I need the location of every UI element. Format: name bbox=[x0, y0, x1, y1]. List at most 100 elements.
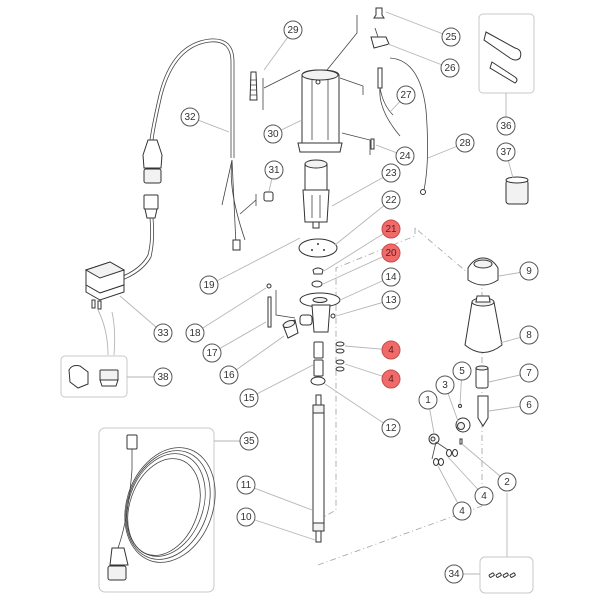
callout-4-highlighted[interactable]: 4 bbox=[381, 340, 401, 360]
callout-21-highlighted[interactable]: 21 bbox=[381, 219, 401, 239]
callout-4[interactable]: 4 bbox=[452, 501, 472, 521]
callout-circle bbox=[440, 58, 460, 78]
callout-15[interactable]: 15 bbox=[239, 388, 259, 408]
callout-label: 23 bbox=[385, 168, 397, 179]
callout-circle bbox=[153, 323, 173, 343]
assembly-bracket bbox=[262, 69, 301, 110]
callout-29[interactable]: 29 bbox=[283, 20, 303, 40]
callout-label: 4 bbox=[388, 345, 394, 356]
callout-label: 22 bbox=[385, 195, 397, 206]
leader-line-20 bbox=[322, 252, 392, 285]
pin-part-5 bbox=[458, 404, 462, 408]
callout-circle bbox=[153, 367, 173, 387]
callout-7[interactable]: 7 bbox=[519, 363, 539, 383]
callout-label: 19 bbox=[203, 280, 215, 291]
callout-17[interactable]: 17 bbox=[202, 343, 222, 363]
assembly-guide-line bbox=[317, 228, 416, 532]
callout-4[interactable]: 4 bbox=[474, 486, 494, 506]
callout-22[interactable]: 22 bbox=[381, 190, 401, 210]
callout-label: 24 bbox=[399, 151, 411, 162]
callout-10[interactable]: 10 bbox=[236, 507, 256, 527]
callout-23[interactable]: 23 bbox=[381, 163, 401, 183]
callout-circle bbox=[239, 431, 259, 451]
leader-line-21 bbox=[323, 228, 392, 272]
callout-circle bbox=[381, 418, 401, 438]
callout-36[interactable]: 36 bbox=[496, 116, 516, 136]
callout-circle bbox=[381, 243, 401, 263]
callout-circle bbox=[395, 146, 415, 166]
callout-label: 13 bbox=[385, 295, 397, 306]
leader-line-10 bbox=[245, 516, 316, 541]
callout-12[interactable]: 12 bbox=[381, 418, 401, 438]
callout-32[interactable]: 32 bbox=[180, 107, 200, 127]
callout-37[interactable]: 37 bbox=[496, 142, 516, 162]
callout-9[interactable]: 9 bbox=[519, 261, 539, 281]
leader-line-26 bbox=[387, 43, 451, 69]
callout-20-highlighted[interactable]: 20 bbox=[381, 243, 401, 263]
adapter-cable bbox=[117, 194, 159, 282]
callout-2[interactable]: 2 bbox=[497, 472, 517, 492]
callout-label: 1 bbox=[425, 395, 431, 406]
callout-38[interactable]: 38 bbox=[153, 367, 173, 387]
callout-label: 16 bbox=[223, 370, 235, 381]
callout-19[interactable]: 19 bbox=[199, 275, 219, 295]
callout-24[interactable]: 24 bbox=[395, 146, 415, 166]
cable-part-32 bbox=[142, 38, 246, 251]
pump-body-part-14 bbox=[299, 292, 341, 333]
bolt-part-17 bbox=[267, 296, 272, 328]
callout-label: 18 bbox=[189, 328, 201, 339]
callout-30[interactable]: 30 bbox=[263, 124, 283, 144]
callout-label: 38 bbox=[157, 372, 169, 383]
callout-label: 31 bbox=[268, 165, 280, 176]
connector-part-27 bbox=[377, 67, 401, 137]
callout-label: 25 bbox=[445, 32, 457, 43]
callout-6[interactable]: 6 bbox=[519, 395, 539, 415]
callout-circle bbox=[239, 388, 259, 408]
callout-label: 33 bbox=[157, 328, 169, 339]
callout-13[interactable]: 13 bbox=[381, 290, 401, 310]
motor-part-23 bbox=[302, 159, 330, 229]
callout-1[interactable]: 1 bbox=[418, 390, 438, 410]
extension-cable-part-35 bbox=[107, 434, 216, 581]
callout-label: 4 bbox=[459, 506, 465, 517]
part-35-box bbox=[98, 427, 215, 593]
callout-16[interactable]: 16 bbox=[219, 365, 239, 385]
callout-label: 20 bbox=[385, 248, 397, 259]
nozzle-cover-part-8 bbox=[464, 295, 503, 353]
washer-part-18 bbox=[266, 283, 272, 289]
callout-34[interactable]: 34 bbox=[444, 564, 464, 584]
callout-label: 36 bbox=[500, 121, 512, 132]
callout-circle bbox=[283, 20, 303, 40]
callout-18[interactable]: 18 bbox=[185, 323, 205, 343]
callout-26[interactable]: 26 bbox=[440, 58, 460, 78]
callout-11[interactable]: 11 bbox=[236, 475, 256, 495]
callout-label: 12 bbox=[385, 423, 397, 434]
callout-5[interactable]: 5 bbox=[452, 361, 472, 381]
callout-label: 26 bbox=[444, 63, 456, 74]
callout-circle bbox=[185, 323, 205, 343]
callout-8[interactable]: 8 bbox=[519, 325, 539, 345]
callout-3[interactable]: 3 bbox=[435, 375, 455, 395]
plate-part-22 bbox=[298, 238, 338, 258]
callout-circle bbox=[519, 325, 539, 345]
callout-label: 4 bbox=[481, 491, 487, 502]
callout-circle bbox=[381, 190, 401, 210]
jet-part-1 bbox=[428, 433, 440, 445]
callout-label: 9 bbox=[526, 266, 532, 277]
callout-27[interactable]: 27 bbox=[396, 85, 416, 105]
callout-label: 14 bbox=[385, 272, 397, 283]
callout-35[interactable]: 35 bbox=[239, 431, 259, 451]
leader-line-12 bbox=[324, 383, 392, 429]
callout-31[interactable]: 31 bbox=[264, 160, 284, 180]
pins-part-34 bbox=[488, 572, 516, 578]
callout-label: 37 bbox=[500, 147, 512, 158]
callout-25[interactable]: 25 bbox=[441, 27, 461, 47]
callout-33[interactable]: 33 bbox=[153, 323, 173, 343]
motor-housing-part-30 bbox=[297, 69, 343, 153]
o-rings-part-4 bbox=[335, 341, 345, 372]
callout-28[interactable]: 28 bbox=[455, 133, 475, 153]
callout-4-highlighted[interactable]: 4 bbox=[381, 369, 401, 389]
callout-14[interactable]: 14 bbox=[381, 267, 401, 287]
callout-circle bbox=[180, 107, 200, 127]
